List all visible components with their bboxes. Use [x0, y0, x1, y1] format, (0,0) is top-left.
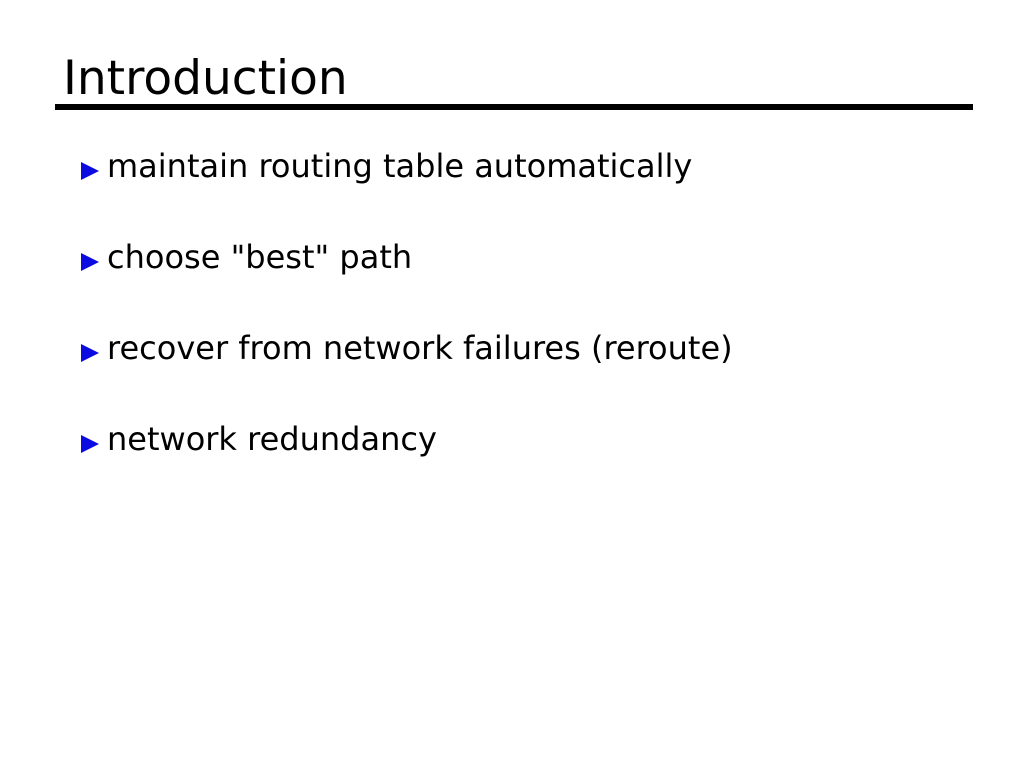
bullet-item: choose "best" path [81, 241, 412, 273]
bullet-item: maintain routing table automatically [81, 150, 692, 182]
bullet-text: recover from network failures (reroute) [107, 329, 733, 367]
bullet-item: recover from network failures (reroute) [81, 332, 733, 364]
bullet-text: maintain routing table automatically [107, 147, 693, 185]
page-title: Introduction [63, 51, 348, 106]
bullet-triangle-icon [81, 162, 99, 180]
title-underline-rule [55, 104, 973, 110]
bullet-text: choose "best" path [107, 238, 413, 276]
bullet-triangle-icon [81, 253, 99, 271]
bullet-item: network redundancy [81, 423, 437, 455]
bullet-text: network redundancy [107, 420, 437, 458]
bullet-triangle-icon [81, 344, 99, 362]
bullet-triangle-icon [81, 435, 99, 453]
